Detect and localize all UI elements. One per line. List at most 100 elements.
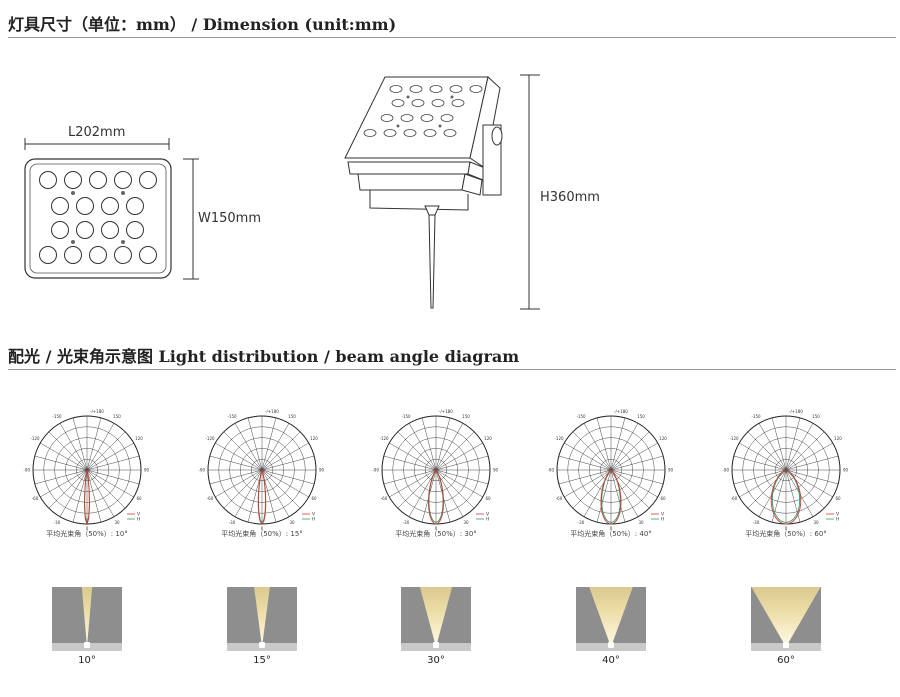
polar-tick-left-upper: -120 xyxy=(729,436,739,441)
polar-tick-left: -90 xyxy=(547,468,554,473)
legend-h-label: H xyxy=(661,517,664,523)
height-label: H360mm xyxy=(540,190,600,205)
polar-tick-left-upper: -120 xyxy=(554,436,564,441)
polar-tick-right: 90 xyxy=(493,468,499,473)
legend-h-label: H xyxy=(137,517,140,523)
light-source-dot xyxy=(433,642,439,648)
polar-tick-right-lower: 60 xyxy=(485,496,491,501)
polar-tick-upper-right: 150 xyxy=(812,414,820,419)
polar-tick-left-lower: -60 xyxy=(556,496,563,501)
polar-tick-bottom: 0 xyxy=(435,526,438,531)
polar-tick-upper-left: -150 xyxy=(401,414,411,419)
beam-angle-label: 30° xyxy=(427,655,445,666)
beam-illustration-10 xyxy=(52,587,122,651)
polar-tick-bottom-right: 30 xyxy=(289,520,295,525)
polar-diagram-40: -/+180 -150 150 -120 120 -90 90 -60 60 -30 30 0 VH xyxy=(547,409,674,531)
polar-tick-bottom-left: -30 xyxy=(403,520,410,525)
polar-tick-upper-right: 150 xyxy=(462,414,470,419)
front-view-drawing xyxy=(24,158,172,279)
distribution-section-rule xyxy=(8,369,896,370)
polar-tick-upper-left: -150 xyxy=(227,414,237,419)
legend-v-label: V xyxy=(137,512,141,518)
beam-illustration-40 xyxy=(576,587,646,651)
light-source-dot xyxy=(783,642,789,648)
light-cone xyxy=(254,587,270,647)
width-dimension-line xyxy=(183,158,199,280)
legend-h-label: H xyxy=(312,517,315,523)
legend-v-label: V xyxy=(312,512,316,518)
light-cone xyxy=(419,587,453,647)
polar-tick-bottom: 0 xyxy=(86,526,89,531)
v-curve xyxy=(84,469,90,526)
legend-v-label: V xyxy=(836,512,840,518)
polar-tick-left-lower: -60 xyxy=(381,496,388,501)
beam-illustration-60 xyxy=(751,587,821,651)
polar-tick-upper-right: 150 xyxy=(637,414,645,419)
polar-tick-right-upper: 120 xyxy=(310,436,318,441)
polar-tick-left-upper: -120 xyxy=(30,436,40,441)
v-curve xyxy=(770,469,802,525)
polar-tick-upper-right: 150 xyxy=(288,414,296,419)
polar-tick-right-upper: 120 xyxy=(659,436,667,441)
light-source-dot xyxy=(608,642,614,648)
polar-tick-top: -/+180 xyxy=(90,409,104,414)
polar-tick-left-lower: -60 xyxy=(207,496,214,501)
polar-tick-left-upper: -120 xyxy=(379,436,389,441)
legend-v-label: V xyxy=(661,512,665,518)
light-cone xyxy=(589,587,633,647)
dimension-section-rule xyxy=(8,37,896,38)
beam-angle-caption: 平均光束角（50%）: 30° xyxy=(395,530,477,538)
length-dimension-line xyxy=(24,138,170,150)
polar-tick-bottom-left: -30 xyxy=(54,520,61,525)
polar-tick-bottom-right: 30 xyxy=(813,520,819,525)
polar-tick-right-upper: 120 xyxy=(834,436,842,441)
legend-h-label: H xyxy=(836,517,839,523)
polar-tick-top: -/+180 xyxy=(265,409,279,414)
polar-tick-top: -/+180 xyxy=(439,409,453,414)
polar-tick-bottom: 0 xyxy=(610,526,613,531)
beam-angle-caption: 平均光束角（50%）: 40° xyxy=(570,530,652,538)
polar-tick-left-lower: -60 xyxy=(32,496,39,501)
polar-tick-right: 90 xyxy=(319,468,325,473)
polar-tick-upper-left: -150 xyxy=(751,414,761,419)
polar-tick-bottom-left: -30 xyxy=(753,520,760,525)
beam-illustration-15 xyxy=(227,587,297,651)
beam-angle-label: 60° xyxy=(777,655,795,666)
light-cone xyxy=(751,587,821,647)
polar-tick-top: -/+180 xyxy=(789,409,803,414)
polar-tick-right: 90 xyxy=(843,468,849,473)
polar-tick-top: -/+180 xyxy=(614,409,628,414)
perspective-view-drawing xyxy=(344,76,503,309)
polar-tick-left: -90 xyxy=(722,468,729,473)
polar-tick-upper-left: -150 xyxy=(52,414,62,419)
distribution-section-title: 配光 / 光束角示意图 Light distribution / beam an… xyxy=(8,347,520,366)
polar-tick-right-lower: 60 xyxy=(660,496,666,501)
width-label: W150mm xyxy=(198,211,261,226)
polar-tick-right: 90 xyxy=(668,468,674,473)
polar-tick-left: -90 xyxy=(198,468,205,473)
polar-tick-right-lower: 60 xyxy=(136,496,142,501)
polar-tick-bottom-left: -30 xyxy=(578,520,585,525)
beam-angle-caption: 平均光束角（50%）: 10° xyxy=(46,530,128,538)
polar-tick-bottom-left: -30 xyxy=(229,520,236,525)
polar-tick-left-upper: -120 xyxy=(205,436,215,441)
polar-tick-upper-left: -150 xyxy=(576,414,586,419)
light-source-dot xyxy=(84,642,90,648)
polar-tick-bottom-right: 30 xyxy=(114,520,120,525)
light-source-dot xyxy=(259,642,265,648)
light-cone xyxy=(81,587,93,647)
polar-tick-right-upper: 120 xyxy=(484,436,492,441)
v-curve xyxy=(257,469,267,525)
polar-tick-bottom: 0 xyxy=(785,526,788,531)
beam-angle-label: 10° xyxy=(78,655,96,666)
legend-h-label: H xyxy=(486,517,489,523)
legend-v-label: V xyxy=(486,512,490,518)
polar-tick-left: -90 xyxy=(23,468,30,473)
polar-tick-bottom: 0 xyxy=(261,526,264,531)
polar-tick-bottom-right: 30 xyxy=(638,520,644,525)
height-dimension-line xyxy=(520,74,540,310)
polar-tick-left: -90 xyxy=(372,468,379,473)
